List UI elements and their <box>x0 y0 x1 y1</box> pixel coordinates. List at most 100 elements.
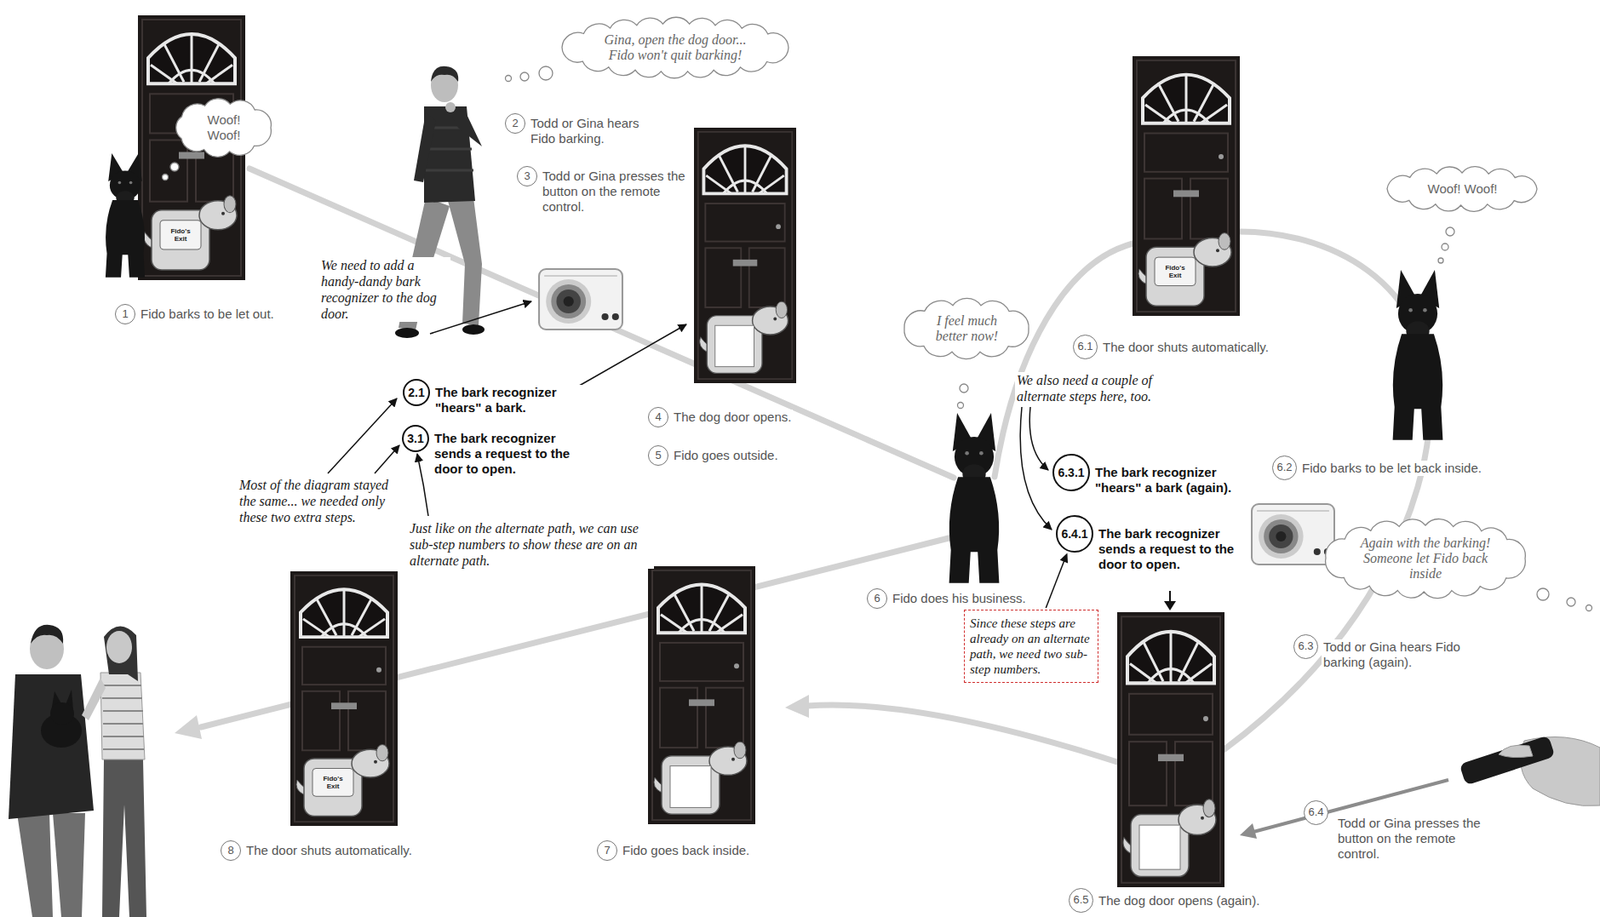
step-node: 6.5The dog door opens (again). <box>1068 888 1094 913</box>
man-figure <box>430 66 459 82</box>
man-figure <box>449 110 482 147</box>
step-node: 6.2Fido barks to be let back inside. <box>1272 455 1297 481</box>
step-text: Fido does his business. <box>890 590 1028 607</box>
couple-figure <box>102 685 144 750</box>
step-text: The bark recognizer sends a request to t… <box>1096 526 1237 573</box>
step-node: 5Fido goes outside. <box>648 445 669 466</box>
callout-number: 6.3.1 <box>1052 453 1090 492</box>
dog <box>105 153 145 278</box>
step-node: 6.4.1The bark recognizer sends a request… <box>1055 515 1094 553</box>
callout-number: 3.1 <box>401 424 430 453</box>
step-node: 4The dog door opens. <box>648 407 669 428</box>
thought-bubble <box>505 75 512 82</box>
callout-number: 2 <box>504 113 526 134</box>
cloud-outline <box>176 98 272 158</box>
step-text: Fido goes back inside. <box>620 843 752 859</box>
callout-number: 1 <box>114 303 136 325</box>
handwritten-note: Just like on the alternate path, we can … <box>407 520 654 569</box>
callout-number: 6 <box>866 588 888 609</box>
leader-arrowhead <box>1164 601 1176 611</box>
cloud-outline <box>1325 519 1526 599</box>
couple-figure <box>8 625 147 917</box>
couple-figure <box>30 625 64 644</box>
step-text: Fido barks to be let back inside. <box>1300 460 1484 476</box>
step-text: The bark recognizer "hears" a bark (agai… <box>1093 464 1255 496</box>
door <box>137 15 1240 888</box>
step-node: 8The door shuts automatically. <box>220 840 241 861</box>
dog <box>1393 269 1444 441</box>
callout-number: 5 <box>648 445 669 466</box>
thought-bubble <box>1566 597 1576 607</box>
flap-label: Fido's Exit <box>160 220 201 250</box>
flow-path <box>807 705 1118 763</box>
leader-arrow <box>1029 407 1049 471</box>
man-figure <box>445 102 456 113</box>
callout-number: 7 <box>596 840 618 861</box>
callout-number: 4 <box>648 407 669 428</box>
step-node: 3Todd or Gina presses the button on the … <box>516 166 538 187</box>
leader-arrow <box>568 324 687 392</box>
flow-arrowhead <box>785 694 809 718</box>
thought-cloud: Gina, open the dog door... Fido won't qu… <box>551 13 799 82</box>
note-box: Since these steps are already on an alte… <box>963 609 1099 683</box>
thought-bubble <box>1536 588 1549 601</box>
leader-arrow <box>374 445 400 474</box>
thought-bubble <box>162 66 1593 612</box>
flow-path <box>994 241 1142 477</box>
cloud-text: Woof! Woof! <box>189 112 259 144</box>
hand-remote <box>1459 735 1556 786</box>
thought-bubble <box>1441 243 1449 251</box>
thought-bubble <box>959 384 969 393</box>
door <box>648 566 756 825</box>
leader-arrow <box>327 398 397 474</box>
couple-figure <box>102 759 147 917</box>
step-text: The door shuts automatically. <box>1101 339 1271 356</box>
handwritten-note: We also need a couple of alternate steps… <box>1015 372 1193 405</box>
callout-number: 6.2 <box>1272 455 1297 481</box>
man-figure <box>395 327 419 339</box>
thought-bubble <box>520 72 529 81</box>
note-text: Since these steps are already on an alte… <box>969 615 1093 677</box>
door <box>1132 56 1240 316</box>
bark-recognizer <box>539 269 1335 565</box>
step-text: The dog door opens. <box>671 409 793 425</box>
couple-figure <box>17 813 53 917</box>
thought-bubble <box>539 66 553 81</box>
thought-cloud: I feel much better now! <box>894 294 1039 363</box>
cloud-outline <box>1387 166 1537 213</box>
bark-recognizer <box>539 269 623 330</box>
flap-label: Fido's Exit <box>1154 257 1196 287</box>
callout-number: 8 <box>220 840 241 861</box>
step-text: The bark recognizer "hears" a bark. <box>433 384 586 416</box>
step-text: Fido goes outside. <box>671 447 780 464</box>
thought-cloud: Again with the barking! Someone let Fido… <box>1315 515 1536 603</box>
callout-number: 6.4.1 <box>1055 515 1094 553</box>
thought-bubble <box>162 174 169 181</box>
man-figure <box>462 324 485 335</box>
hand-remote <box>1459 735 1600 807</box>
remote-arrow <box>1239 823 1257 839</box>
step-node: 2Todd or Gina hears Fido barking. <box>504 113 526 134</box>
step-text: The dog door opens (again). <box>1096 893 1262 909</box>
cloud-text: Again with the barking! Someone let Fido… <box>1353 535 1497 582</box>
leader-arrow <box>1020 407 1052 530</box>
step-text: The door shuts automatically. <box>244 843 414 859</box>
step-node: 6Fido does his business. <box>866 588 888 609</box>
leader-arrow <box>417 453 429 517</box>
thought-bubble <box>1438 258 1444 264</box>
callout-number: 6.5 <box>1068 888 1094 913</box>
couple-figure <box>100 672 145 760</box>
flow-arrowhead <box>174 715 202 740</box>
step-text: Todd or Gina hears Fido barking (again). <box>1321 639 1474 671</box>
callout-number: 6.3 <box>1293 634 1319 660</box>
step-text: Todd or Gina presses the button on the r… <box>540 168 694 215</box>
thought-bubble <box>1445 227 1455 236</box>
step-node: 6.3Todd or Gina hears Fido barking (agai… <box>1293 634 1319 660</box>
connector <box>1045 552 1068 608</box>
couple-figure <box>8 674 94 820</box>
hand-remote <box>1498 745 1533 757</box>
leader-arrow <box>1169 590 1171 602</box>
thought-bubble <box>957 402 964 409</box>
step-node: 6.4Todd or Gina presses the button on th… <box>1303 800 1329 826</box>
cloud-text: I feel much better now! <box>922 313 1012 345</box>
